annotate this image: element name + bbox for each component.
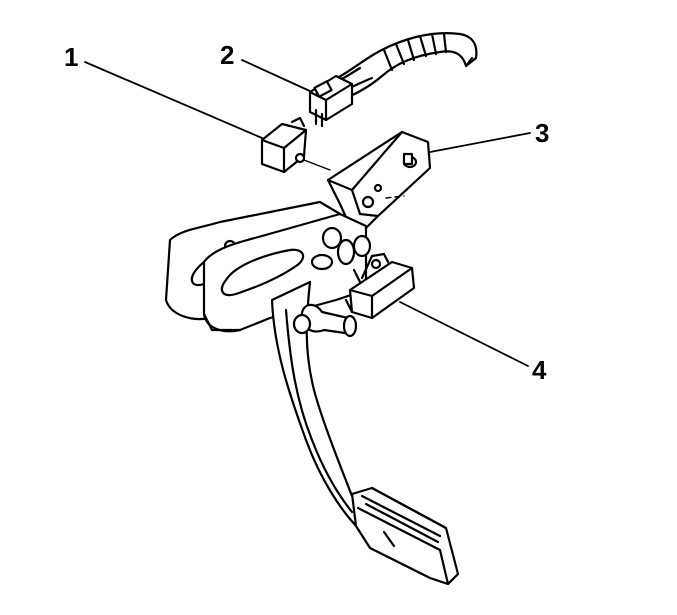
callout-1: 1 [64,42,79,72]
connector-2 [308,74,354,128]
bracket-3 [326,130,432,232]
leader-lines [84,59,531,367]
wiring-harness [328,32,478,102]
callout-3: 3 [535,118,550,148]
switch-4 [344,252,416,320]
leader-line-2 [241,59,313,93]
leader-line-1 [84,61,263,139]
switch-1 [260,116,331,174]
callout-4: 4 [532,355,547,385]
pivot-bushings [310,234,372,271]
leader-line-3 [429,132,531,153]
pedal-pad [350,486,460,586]
leader-line-4 [399,301,529,367]
callout-2: 2 [220,40,235,70]
